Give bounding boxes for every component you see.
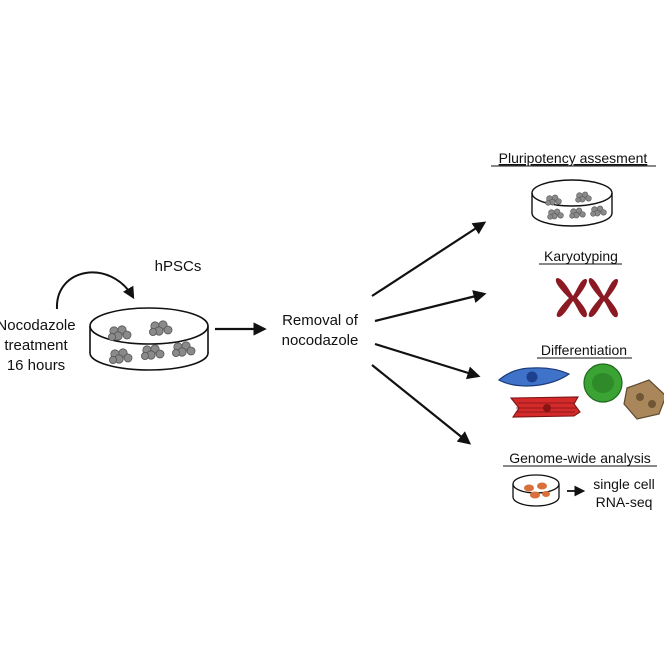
removal-line-1: Removal of — [282, 312, 359, 329]
sc-dish-icon — [512, 474, 560, 507]
arrow-karyotyping — [374, 290, 487, 323]
treatment-line-2: treatment — [4, 337, 68, 354]
sc-line-2: RNA-seq — [596, 494, 653, 510]
muscle-cell-icon — [509, 396, 581, 418]
hpscs-label: hPSCs — [155, 258, 202, 275]
differentiation-title: Differentiation — [541, 342, 627, 358]
petri-dish-icon — [89, 307, 209, 371]
sc-line-1: single cell — [593, 476, 654, 492]
removal-line-2: nocodazole — [282, 332, 359, 349]
arrow-pluripotency — [371, 221, 487, 297]
pluripotency-title: Pluripotency assesment — [499, 150, 648, 166]
treatment-label: Nocodazole treatment 16 hours — [0, 317, 76, 374]
differentiated-cells-icon — [497, 363, 664, 420]
treatment-line-1: Nocodazole — [0, 317, 76, 334]
removal-label: Removal of nocodazole — [282, 312, 359, 349]
treatment-line-3: 16 hours — [7, 357, 65, 374]
genome-title: Genome-wide analysis — [509, 450, 651, 466]
hepatocyte-icon — [623, 379, 664, 420]
arrow-differentiation — [374, 342, 481, 380]
karyotyping-title: Karyotyping — [544, 248, 618, 264]
treatment-arrow — [55, 271, 135, 310]
round-cell-nucleus — [592, 373, 614, 393]
arrow-genome — [371, 364, 472, 445]
neural-nucleus — [526, 371, 538, 383]
sc-label: single cell RNA-seq — [593, 476, 654, 510]
pluripotency-dish-icon — [531, 179, 613, 227]
chromosome-icon — [555, 278, 619, 318]
